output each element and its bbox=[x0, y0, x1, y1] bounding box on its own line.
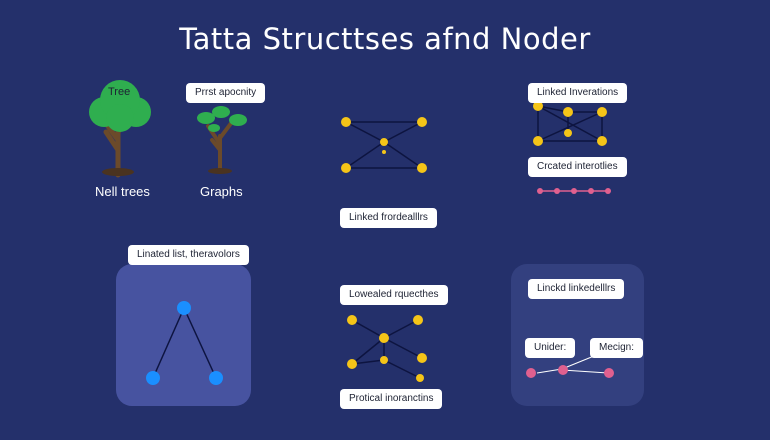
linked-node bbox=[588, 188, 594, 194]
caption-trees: Nell trees bbox=[95, 184, 150, 199]
tag-linked-inv: Linked Inverations bbox=[528, 83, 628, 103]
tree-node bbox=[209, 371, 223, 385]
tag-protical: Protical inoranctins bbox=[340, 389, 443, 409]
network-node bbox=[533, 136, 543, 146]
tree-node bbox=[146, 371, 160, 385]
graph-node bbox=[417, 353, 427, 363]
linked-node bbox=[605, 188, 611, 194]
graph-node bbox=[380, 356, 388, 364]
tag-unider: Unider: bbox=[525, 338, 576, 358]
tag-created: Crcated interotlies bbox=[528, 157, 627, 177]
graph-node bbox=[347, 359, 357, 369]
graph-tree-icon bbox=[197, 106, 247, 174]
graph-node bbox=[380, 138, 388, 146]
tag-linckd: Linckd linkedelllrs bbox=[528, 279, 625, 299]
network-node bbox=[597, 107, 607, 117]
graph-node bbox=[341, 117, 351, 127]
tree-node bbox=[177, 301, 191, 315]
linked-node bbox=[554, 188, 560, 194]
graph-node bbox=[379, 333, 389, 343]
graph-node bbox=[413, 315, 423, 325]
graph-node bbox=[417, 117, 427, 127]
linked-node bbox=[526, 368, 536, 378]
network-node bbox=[597, 136, 607, 146]
tree-label: Tree bbox=[108, 86, 131, 98]
network-node bbox=[533, 101, 543, 111]
graph-node bbox=[347, 315, 357, 325]
graph-node bbox=[417, 163, 427, 173]
network-node bbox=[564, 129, 572, 137]
list-panel bbox=[116, 264, 251, 406]
graph-node bbox=[382, 150, 386, 154]
graph-node bbox=[341, 163, 351, 173]
tag-list: Linated list, theravolors bbox=[128, 245, 249, 265]
tree-icon bbox=[89, 80, 151, 178]
network-node bbox=[563, 107, 573, 117]
linked-node bbox=[558, 365, 568, 375]
tag-mecign: Mecign: bbox=[590, 338, 644, 358]
linked-node bbox=[571, 188, 577, 194]
linked-node bbox=[604, 368, 614, 378]
caption-graphs: Graphs bbox=[200, 184, 243, 199]
linked-node bbox=[537, 188, 543, 194]
page-title: Tatta Structtses afnd Noder bbox=[179, 22, 591, 56]
tag-priority: Prrst apocnity bbox=[186, 83, 266, 103]
tag-lowealed: Lowealed rquecthes bbox=[340, 285, 448, 305]
tag-linked: Linked frordealllrs bbox=[340, 208, 437, 228]
graph-node bbox=[416, 374, 424, 382]
